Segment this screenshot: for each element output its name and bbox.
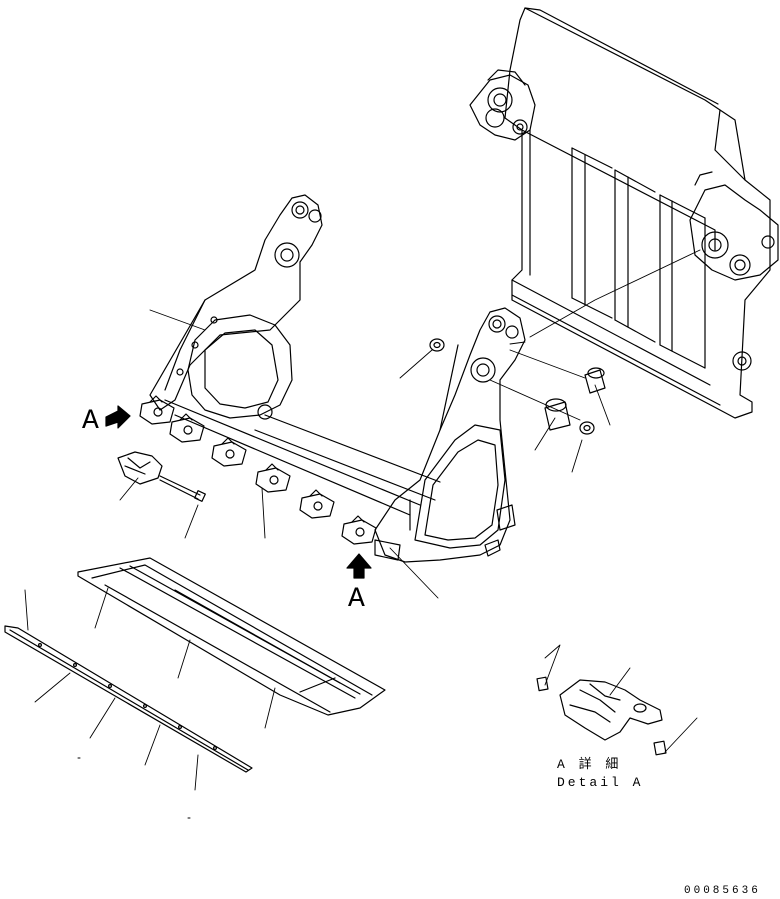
wear-strip bbox=[4, 625, 253, 773]
view-label-a-left: A bbox=[82, 406, 99, 437]
drawing-code: 00085636 bbox=[684, 885, 761, 897]
bushings bbox=[429, 338, 606, 435]
bucket-cross-beam bbox=[164, 399, 441, 531]
detail-a-tooth bbox=[536, 676, 667, 756]
bucket-back-plate bbox=[504, 7, 771, 419]
cutting-edge bbox=[77, 557, 386, 716]
bucket-frame-left-arm bbox=[149, 194, 323, 420]
tooth-pin bbox=[159, 475, 206, 502]
back-plate-right-bracket bbox=[689, 171, 779, 371]
teeth-row bbox=[139, 395, 377, 545]
view-label-a-bottom: A bbox=[348, 584, 365, 615]
back-plate-upper-bracket bbox=[469, 69, 536, 141]
view-arrow-bottom bbox=[346, 553, 372, 579]
detail-title-en: Detail A bbox=[557, 775, 644, 790]
exploded-tooth bbox=[117, 451, 163, 485]
bucket-frame-right-arm bbox=[374, 307, 526, 563]
leader-lines bbox=[24, 249, 701, 791]
view-arrow-left bbox=[105, 405, 131, 429]
detail-title-jp: A 詳 細 bbox=[557, 757, 622, 772]
